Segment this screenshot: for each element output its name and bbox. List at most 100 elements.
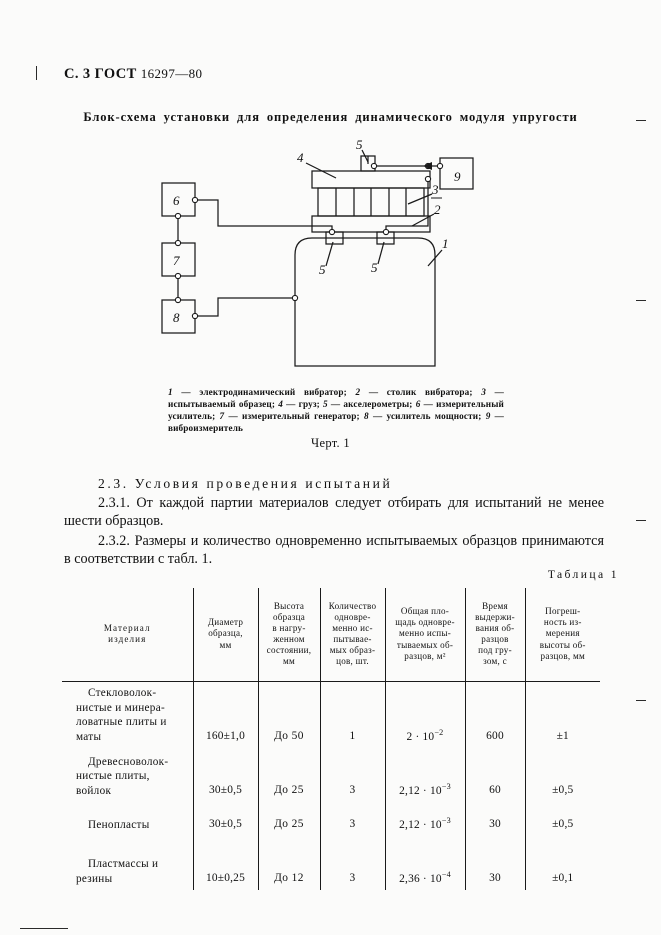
table-row: Стекловолок- нистые и минера- ловатные п… [62, 682, 600, 749]
callout-6: 6 [173, 193, 180, 208]
node-junction-right-down [424, 175, 432, 183]
caption-num-1: 1 [168, 387, 173, 397]
callout-2: 2 [434, 202, 441, 217]
caption-part-9: 9 — виброизмеритель [168, 411, 504, 434]
caption-num-3: 3 [481, 387, 486, 397]
callout-8: 8 [173, 310, 180, 325]
caption-num-7: 7 [219, 411, 225, 422]
col-header-height: Высота образца в нагру- женном состоянии… [257, 588, 320, 682]
cell-error: ±0,1 [524, 836, 600, 891]
callout-5-right: 5 [371, 260, 378, 275]
cell-quantity: 1 [319, 682, 385, 749]
caption-part-2: 2 — столик вибратора; [355, 387, 482, 397]
node-box8-out [191, 312, 199, 320]
cell-material: Стекловолок- нистые и минера- ловатные п… [76, 687, 167, 743]
col-header-time: Время выдержи- вания об- разцов под гру-… [464, 588, 525, 682]
cell-quantity: 3 [319, 836, 385, 891]
cell-height: До 25 [257, 802, 320, 837]
cell-area: 2 · 10−2 [384, 682, 465, 749]
caption-num-2: 2 [355, 387, 361, 397]
table-row: Пенопласты 30±0,5 До 25 3 2,12 · 10−3 30… [62, 802, 600, 837]
paragraph-2-3-2: 2.3.2. Размеры и количество одновременно… [64, 532, 604, 568]
callout-1: 1 [442, 236, 449, 251]
caption-num-8: 8 [363, 411, 369, 422]
caption-num-4: 4 [278, 399, 283, 410]
section-heading: 2.3. Условия проведения испытаний [98, 476, 393, 491]
node-box8-up [174, 296, 182, 304]
cell-quantity: 3 [319, 802, 385, 837]
caption-num-9: 9 [485, 411, 491, 422]
crop-mark-right-1 [636, 120, 646, 121]
col-header-material: Материал изделия [62, 588, 193, 682]
callout-5-left: 5 [319, 262, 326, 277]
cell-diameter: 10±0,25 [192, 836, 258, 891]
caption-part-1: 1 — электродинамический вибратор; [168, 387, 356, 397]
cell-diameter: 30±0,5 [192, 748, 258, 803]
cell-area: 2,12 · 10−3 [384, 748, 465, 803]
col-header-quantity: Количество одновре- менно ис- пытывае- м… [319, 588, 385, 682]
box-9-shape [439, 157, 474, 190]
cell-height: До 50 [257, 682, 320, 749]
caption-part-8: 8 — усилитель мощности; [363, 411, 486, 422]
cell-time: 60 [464, 748, 525, 803]
cell-height: До 12 [257, 836, 320, 891]
cell-time: 30 [464, 836, 525, 891]
cell-time: 30 [464, 802, 525, 837]
cell-area: 2,36 · 10−4 [384, 836, 465, 891]
cell-time: 600 [464, 682, 525, 749]
node-vessel-left [291, 294, 299, 302]
cell-diameter: 160±1,0 [192, 682, 258, 749]
crop-mark-left [36, 66, 37, 80]
cell-error: ±1 [524, 682, 600, 749]
page-header: С. 3 ГОСТ 16297—80 [64, 66, 202, 83]
callout-4: 4 [297, 150, 304, 165]
cell-quantity: 3 [319, 748, 385, 803]
table-row: Древесноволок- нистые плиты, войлок 30±0… [62, 748, 600, 803]
crop-mark-bottom [20, 928, 68, 929]
caption-part-7: 7 — измерительный генератор; [219, 411, 364, 422]
standard-label: ГОСТ [94, 66, 137, 82]
node-accel-left [328, 228, 336, 236]
caption-part-3: 3 — испытываемый образец; [168, 387, 504, 410]
node-box7-down [174, 272, 182, 280]
table-top-rule [62, 681, 600, 682]
table-caption: Таблица 1 [547, 568, 619, 581]
cell-diameter: 30±0,5 [192, 802, 258, 837]
callout-9: 9 [454, 169, 461, 184]
cell-material: Пластмассы и резины [76, 858, 159, 885]
table-row: Пластмассы и резины 10±0,25 До 12 3 2,36… [62, 836, 600, 891]
paragraph-2-3-1: 2.3.1. От каждой партии материалов следу… [64, 495, 604, 530]
cell-material: Древесноволок- нистые плиты, войлок [76, 755, 169, 797]
node-box7-up [174, 239, 182, 247]
callout-7: 7 [173, 253, 180, 268]
crop-mark-right-4 [636, 700, 646, 701]
load-plate-shape [311, 170, 431, 189]
body-text: 2.3. Условия проведения испытаний 2.3.1.… [64, 476, 604, 570]
col-header-diameter: Диаметр образца, мм [192, 588, 258, 682]
node-box6-out [191, 196, 199, 204]
node-accel-right [382, 228, 390, 236]
cell-area: 2,12 · 10−3 [384, 802, 465, 837]
crop-mark-right-2 [636, 300, 646, 301]
col-header-area: Общая пло- щадь одновре- менно испы- тыв… [384, 588, 465, 682]
vibrator-body-shape [294, 237, 436, 367]
figure-title: Блок-схема установки для определения дин… [83, 110, 578, 124]
cell-height: До 25 [257, 748, 320, 803]
signal-arrow-icon [423, 162, 432, 170]
caption-part-4: 4 — груз; [278, 399, 324, 410]
crop-mark-right-3 [636, 520, 646, 521]
caption-part-6: 6 — измерительный усилитель; [168, 399, 504, 422]
specimen-parameters-table: Материал изделия Диаметр образца, мм Выс… [62, 588, 600, 891]
block-diagram: 4 5 3 2 9 6 7 8 5 5 1 [140, 138, 540, 388]
node-accel-top [370, 162, 378, 170]
cell-error: ±0,5 [524, 748, 600, 803]
col-header-error: Погреш- ность из- мерения высоты об- раз… [524, 588, 600, 682]
callout-5-top: 5 [356, 138, 363, 152]
caption-num-5: 5 [323, 399, 328, 410]
vibrator-table-shape [311, 215, 431, 233]
cell-material: Пенопласты [88, 818, 150, 831]
standard-number: 16297—80 [140, 66, 203, 81]
caption-part-5: 5 — акселерометры; [323, 399, 416, 410]
cell-error: ±0,5 [524, 802, 600, 837]
